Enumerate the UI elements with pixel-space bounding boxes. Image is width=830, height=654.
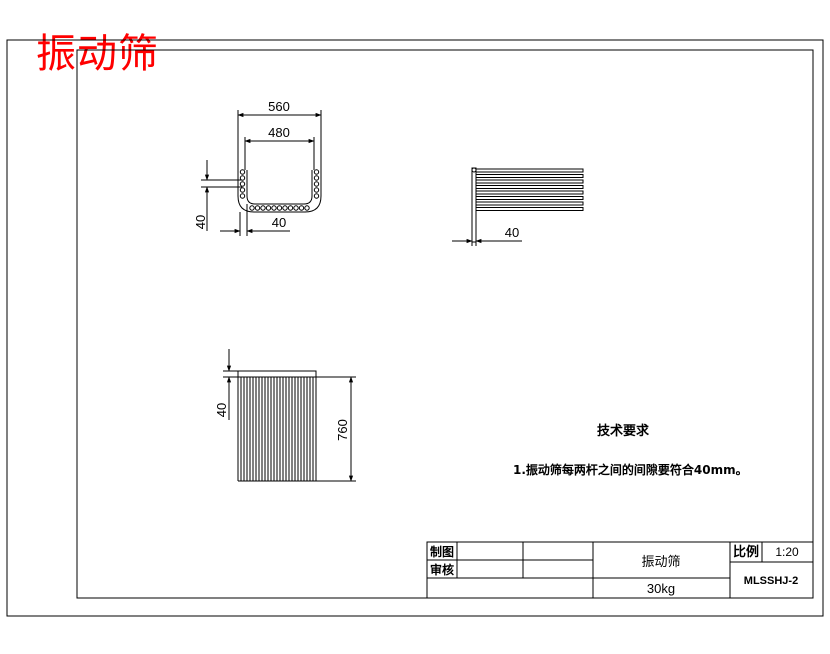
checked-by-label: 审核 — [430, 562, 454, 577]
bar-section-bottom — [293, 205, 299, 211]
bar-section-right — [313, 181, 320, 187]
notes-heading: 技术要求 — [597, 423, 650, 439]
part-name: 振动筛 — [641, 555, 680, 570]
bar-section-left — [239, 187, 246, 193]
title-block — [426, 541, 814, 599]
dim-front-40: 40 — [214, 403, 229, 417]
bar-section-right — [313, 169, 320, 175]
notes-item-1: 1.振动筛每两杆之间的间隙要符合40mm。 — [513, 462, 748, 477]
scale-value: 1:20 — [775, 545, 799, 559]
side-bar — [475, 201, 584, 206]
bar-section-bottom — [265, 205, 272, 211]
side-bar — [475, 207, 584, 211]
bar-section-right — [313, 193, 320, 199]
side-bar — [475, 174, 584, 178]
dim-side-40: 40 — [505, 225, 519, 240]
dim-left-bottom-40: 40 — [272, 215, 286, 230]
dim-480: 480 — [268, 125, 290, 140]
side-bar — [475, 168, 584, 173]
bar-section-right — [313, 175, 320, 181]
bar-section-left — [239, 181, 246, 187]
drawing-title: 振动筛 — [36, 31, 159, 77]
bar-section-bottom — [304, 205, 310, 211]
side-view — [452, 167, 584, 246]
drawing-number: MLSSHJ-2 — [744, 575, 798, 587]
scale-label: 比例 — [733, 544, 759, 560]
bar-section-bottom — [298, 205, 305, 211]
bar-section-left — [239, 193, 246, 199]
top-view — [201, 110, 322, 236]
dim-560: 560 — [268, 99, 290, 114]
bar-section-left — [239, 175, 246, 181]
bar-section-right — [313, 187, 320, 193]
bar-section-left — [239, 169, 246, 175]
side-bar — [475, 179, 584, 184]
bar-section-bottom — [276, 205, 283, 211]
inner-border — [76, 49, 814, 599]
drawn-by-label: 制图 — [430, 544, 454, 559]
bar-section-bottom — [287, 205, 294, 211]
side-bar — [475, 190, 584, 195]
bar-section-bottom — [249, 205, 255, 211]
dim-760: 760 — [335, 419, 350, 441]
front-view — [223, 349, 356, 482]
bar-section-bottom — [282, 205, 288, 211]
side-bar — [475, 196, 584, 200]
bar-section-bottom — [271, 205, 277, 211]
bar-section-bottom — [260, 205, 266, 211]
outer-border — [6, 39, 824, 617]
dim-left-vertical-40: 40 — [193, 215, 208, 229]
side-bar — [475, 185, 584, 189]
part-weight: 30kg — [647, 581, 675, 596]
bar-section-bottom — [254, 205, 261, 211]
